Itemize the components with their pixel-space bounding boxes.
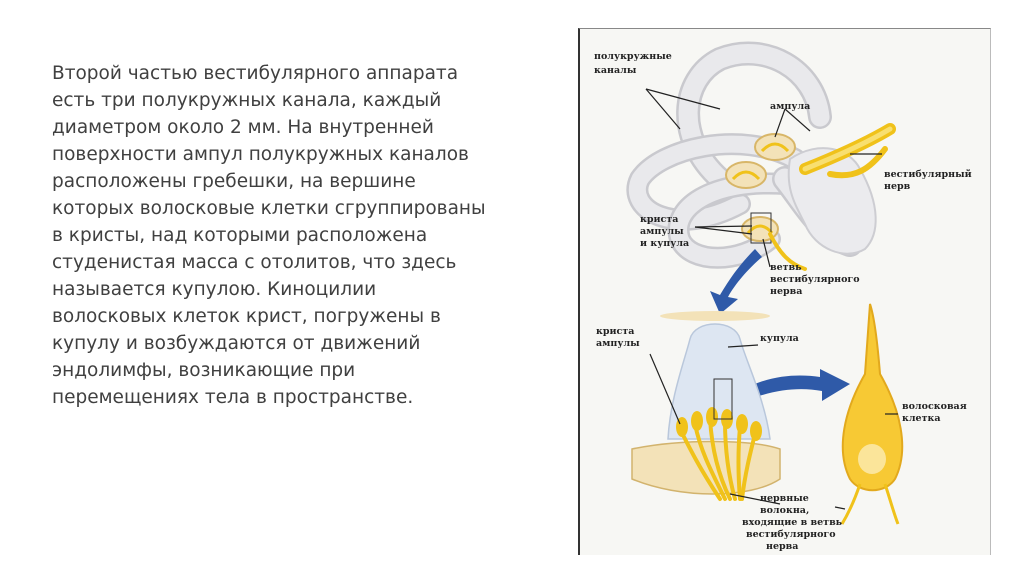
text-line: поверхности ампул полукружных каналов xyxy=(52,144,469,165)
label-vestibular-nerve: вестибулярный нерв xyxy=(884,169,975,192)
vestibular-diagram: полукружные каналы ампула вестибулярный … xyxy=(578,28,991,555)
label-nerve-fibers: нервные волокна, входящие в ветвь вестиб… xyxy=(742,493,845,552)
label-crista-ampullae: криста ампулы xyxy=(596,326,640,349)
text-line: студенистая масса с отолитов, что здесь xyxy=(52,252,457,273)
label-cupula: купула xyxy=(760,333,799,344)
cupula-detail-drawing xyxy=(631,311,781,501)
canal-leader-lines xyxy=(645,88,882,268)
text-line: есть три полукружных канала, каждый xyxy=(52,90,442,111)
text-line: эндолимфы, возникающие при xyxy=(52,360,356,381)
text-line: в кристы, над которыми расположена xyxy=(52,225,428,246)
text-line: купулу и возбуждаются от движений xyxy=(52,333,421,354)
diagram-svg: полукружные каналы ампула вестибулярный … xyxy=(594,41,975,552)
paragraph-text: Второй частью вестибулярного аппарата ес… xyxy=(52,60,542,411)
label-semicircular-canals: полукружные каналы xyxy=(594,51,675,76)
text-line: волосковых клеток крист, погружены в xyxy=(52,306,441,327)
hair-cell-drawing xyxy=(840,303,904,525)
right-arrow-icon xyxy=(740,369,850,401)
label-crista: криста ампулы и купула xyxy=(640,214,689,249)
text-line: расположены гребешки, на вершине xyxy=(52,171,416,192)
down-arrow-icon xyxy=(710,249,762,314)
text-line: называется купулою. Киноцилии xyxy=(52,279,377,300)
text-line: перемещениях тела в пространстве. xyxy=(52,387,414,408)
text-line: которых волосковые клетки сгруппированы xyxy=(52,198,486,219)
label-ampulla: ампула xyxy=(770,101,810,112)
detail-leader-lines xyxy=(649,344,898,510)
text-line: диаметром около 2 мм. На внутренней xyxy=(52,117,434,138)
label-hair-cell: волосковая клетка xyxy=(902,401,970,424)
text-line: Второй частью вестибулярного аппарата xyxy=(52,63,459,84)
label-nerve-branch: ветвь вестибулярного нерва xyxy=(770,262,863,297)
